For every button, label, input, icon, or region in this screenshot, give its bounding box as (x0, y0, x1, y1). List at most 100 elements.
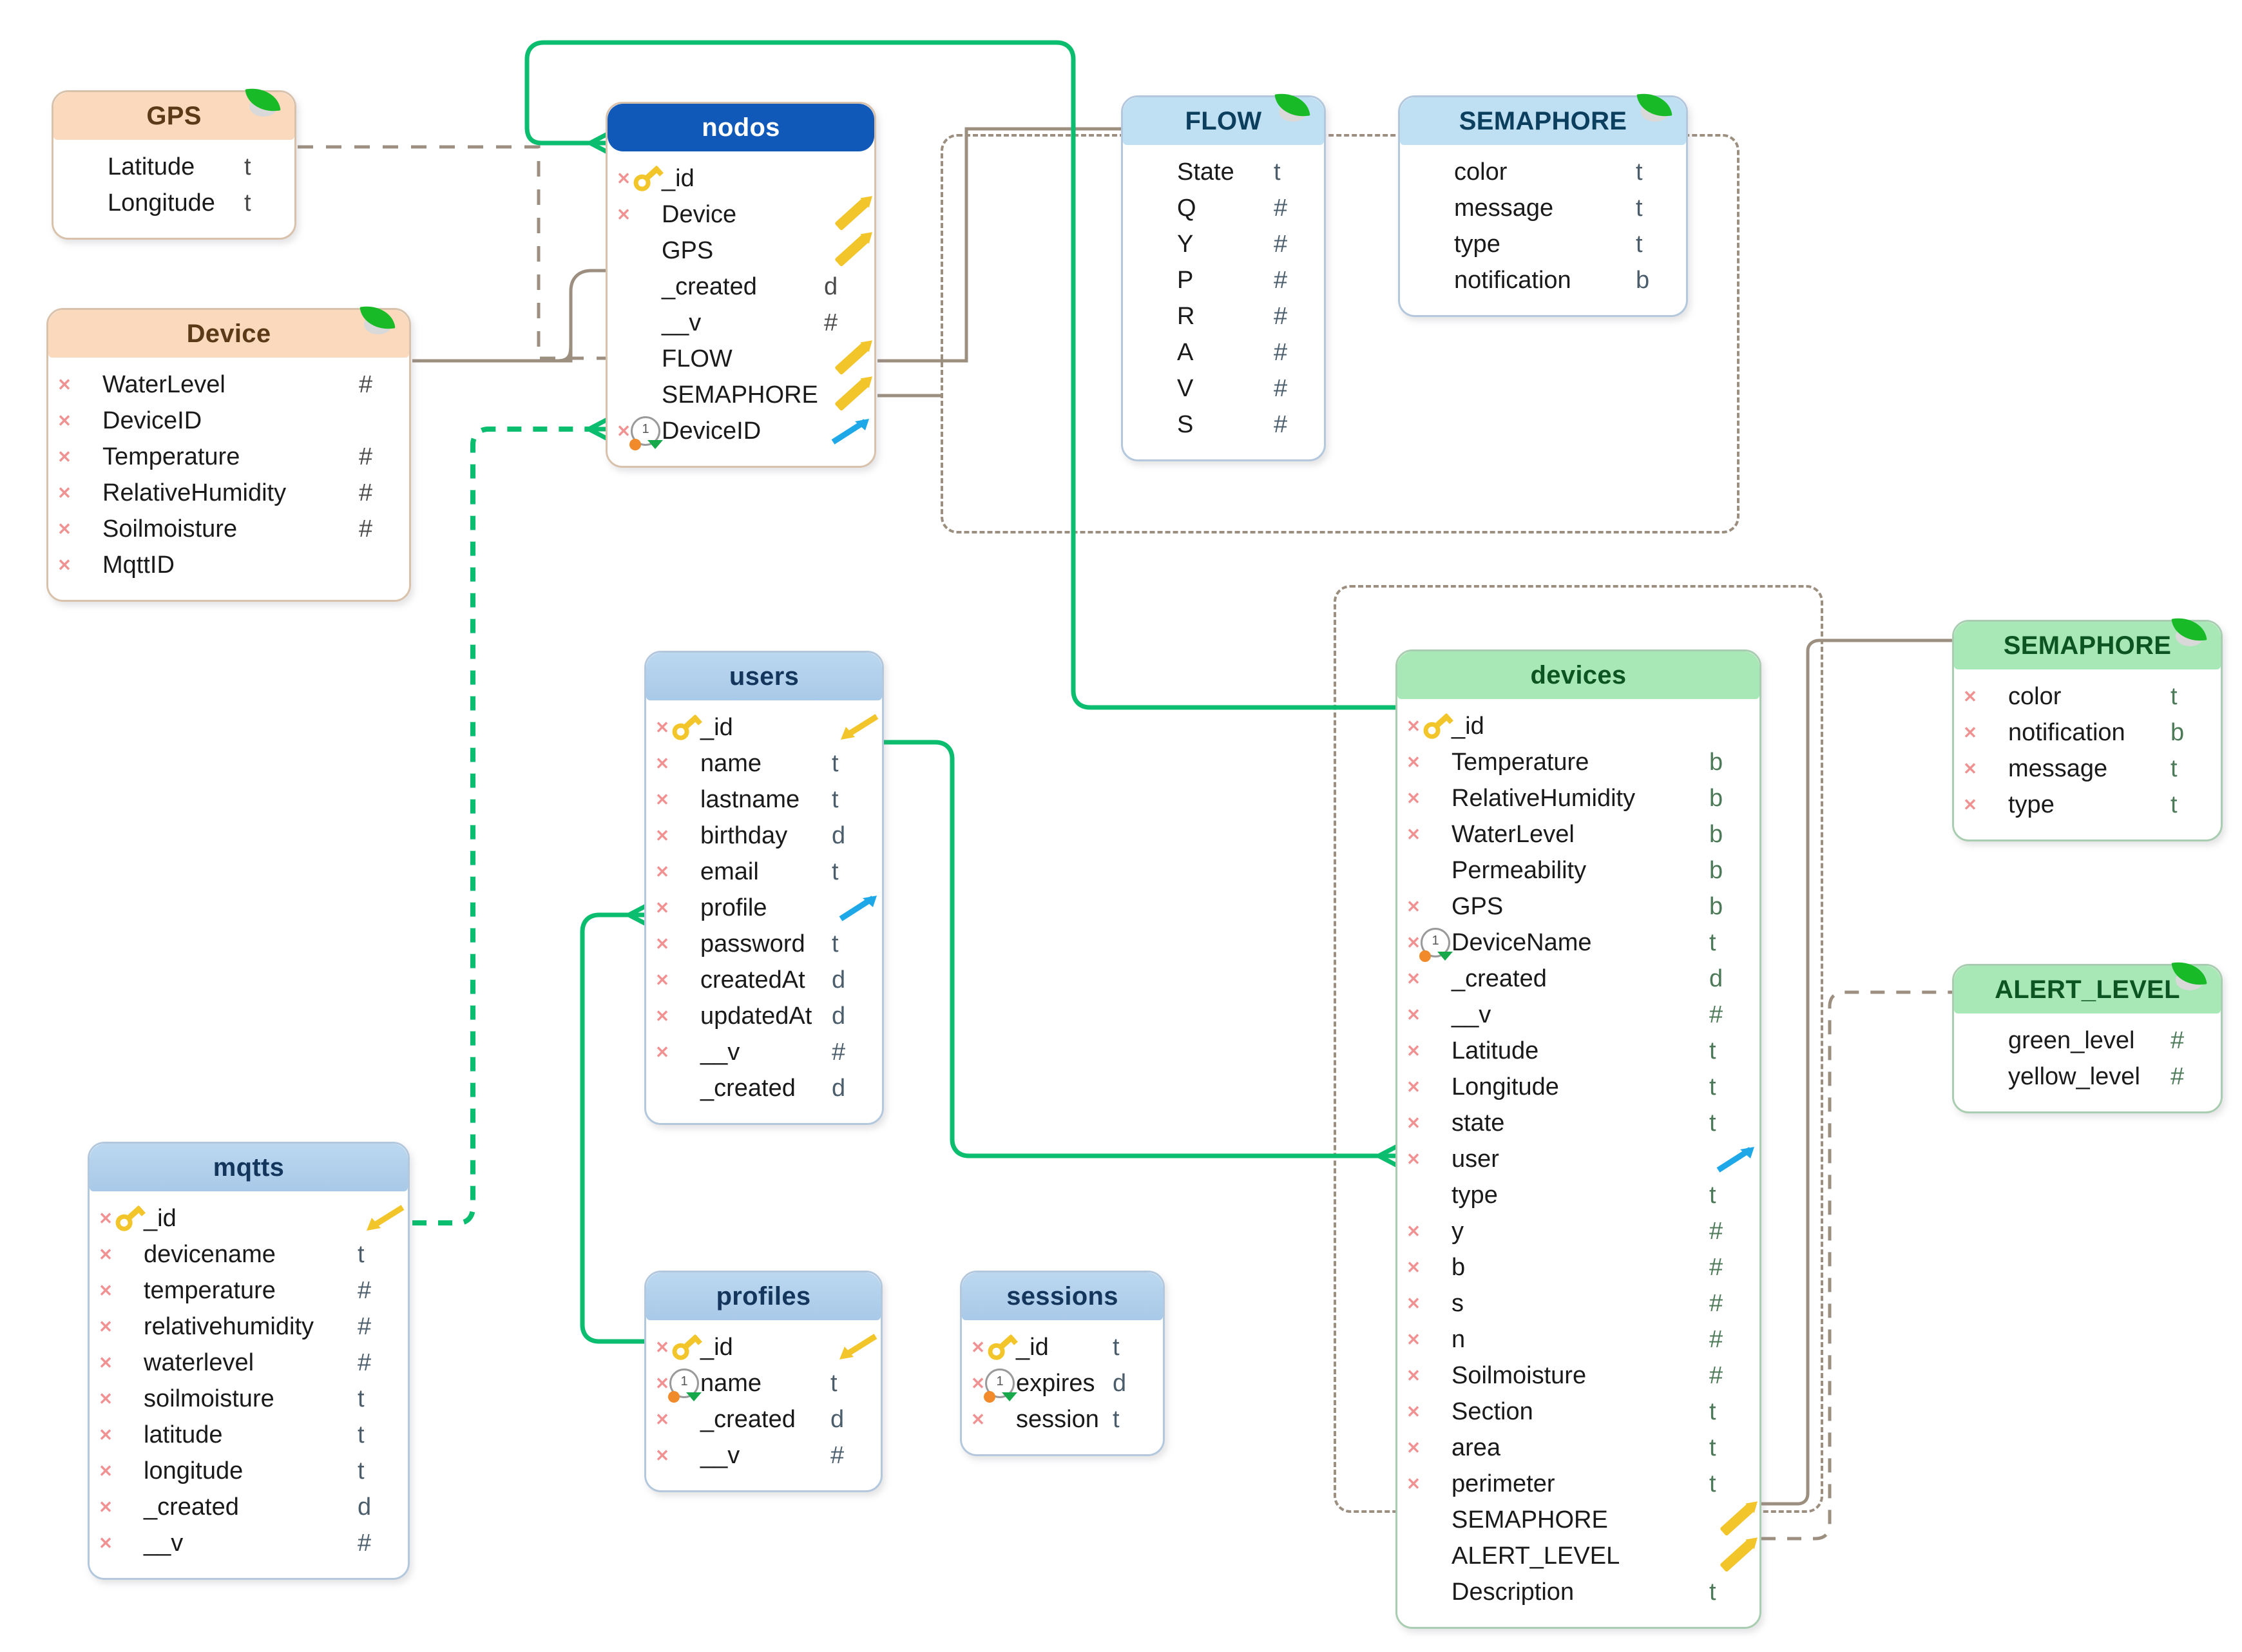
field-row[interactable]: ✕profile (646, 890, 882, 926)
field-row[interactable]: yellow_level# (1954, 1059, 2221, 1095)
field-row[interactable]: P# (1123, 262, 1324, 298)
field-row[interactable]: ✕MqttID (48, 547, 409, 583)
entity-header-semaphore_right[interactable]: SEMAPHORE (1954, 614, 2221, 669)
field-row[interactable]: ✕Temperature# (48, 439, 409, 475)
field-row[interactable]: ✕relativehumidity# (90, 1309, 408, 1345)
field-row[interactable]: ✕user (1397, 1141, 1759, 1177)
field-row[interactable]: ✕RelativeHumidity# (48, 475, 409, 511)
entity-device[interactable]: Device✕WaterLevel#✕DeviceID✕Temperature#… (46, 302, 411, 602)
field-row[interactable]: ✕n# (1397, 1321, 1759, 1358)
entity-header-flow[interactable]: FLOW (1123, 90, 1324, 145)
field-row[interactable]: A# (1123, 334, 1324, 370)
entity-header-devices[interactable]: devices (1397, 651, 1759, 699)
field-row[interactable]: ✕__v# (646, 1034, 882, 1070)
field-row[interactable]: ✕_id (646, 709, 882, 745)
field-row[interactable]: ✕WaterLevel# (48, 367, 409, 403)
entity-header-alert_level[interactable]: ALERT_LEVEL (1954, 958, 2221, 1013)
entity-header-mqtts[interactable]: mqtts (90, 1144, 408, 1191)
field-row[interactable]: ✕_id (608, 160, 874, 197)
field-row[interactable]: green_level# (1954, 1023, 2221, 1059)
field-row[interactable]: ✕y# (1397, 1213, 1759, 1249)
entity-header-sessions[interactable]: sessions (962, 1273, 1163, 1320)
field-row[interactable]: Y# (1123, 226, 1324, 262)
entity-header-device[interactable]: Device (48, 302, 409, 358)
entity-header-users[interactable]: users (646, 653, 882, 700)
field-row[interactable]: SEMAPHORE (608, 377, 874, 413)
field-row[interactable]: ✕_id (1397, 708, 1759, 744)
field-row[interactable]: ✕__v# (646, 1437, 881, 1474)
field-row[interactable]: ✕Soilmoisture# (48, 511, 409, 547)
field-row[interactable]: ✕_id (90, 1200, 408, 1236)
field-row[interactable]: ✕Soilmoisture# (1397, 1358, 1759, 1394)
field-row[interactable]: SEMAPHORE (1397, 1502, 1759, 1538)
entity-header-semaphore_top[interactable]: SEMAPHORE (1400, 90, 1686, 145)
field-row[interactable]: R# (1123, 298, 1324, 334)
field-row[interactable]: __v# (608, 305, 874, 341)
field-row[interactable]: Q# (1123, 190, 1324, 226)
entity-header-profiles[interactable]: profiles (646, 1273, 881, 1320)
field-row[interactable]: ✕temperature# (90, 1273, 408, 1309)
field-row[interactable]: ✕__v# (90, 1525, 408, 1561)
entity-header-nodos[interactable]: nodos (608, 104, 874, 151)
field-row[interactable]: ✕Device (608, 197, 874, 233)
entity-header-gps[interactable]: GPS (53, 84, 294, 140)
field-row[interactable]: ✕waterlevel# (90, 1345, 408, 1381)
field-row[interactable]: ALERT_LEVEL (1397, 1538, 1759, 1574)
field-row[interactable]: ✕s# (1397, 1285, 1759, 1321)
